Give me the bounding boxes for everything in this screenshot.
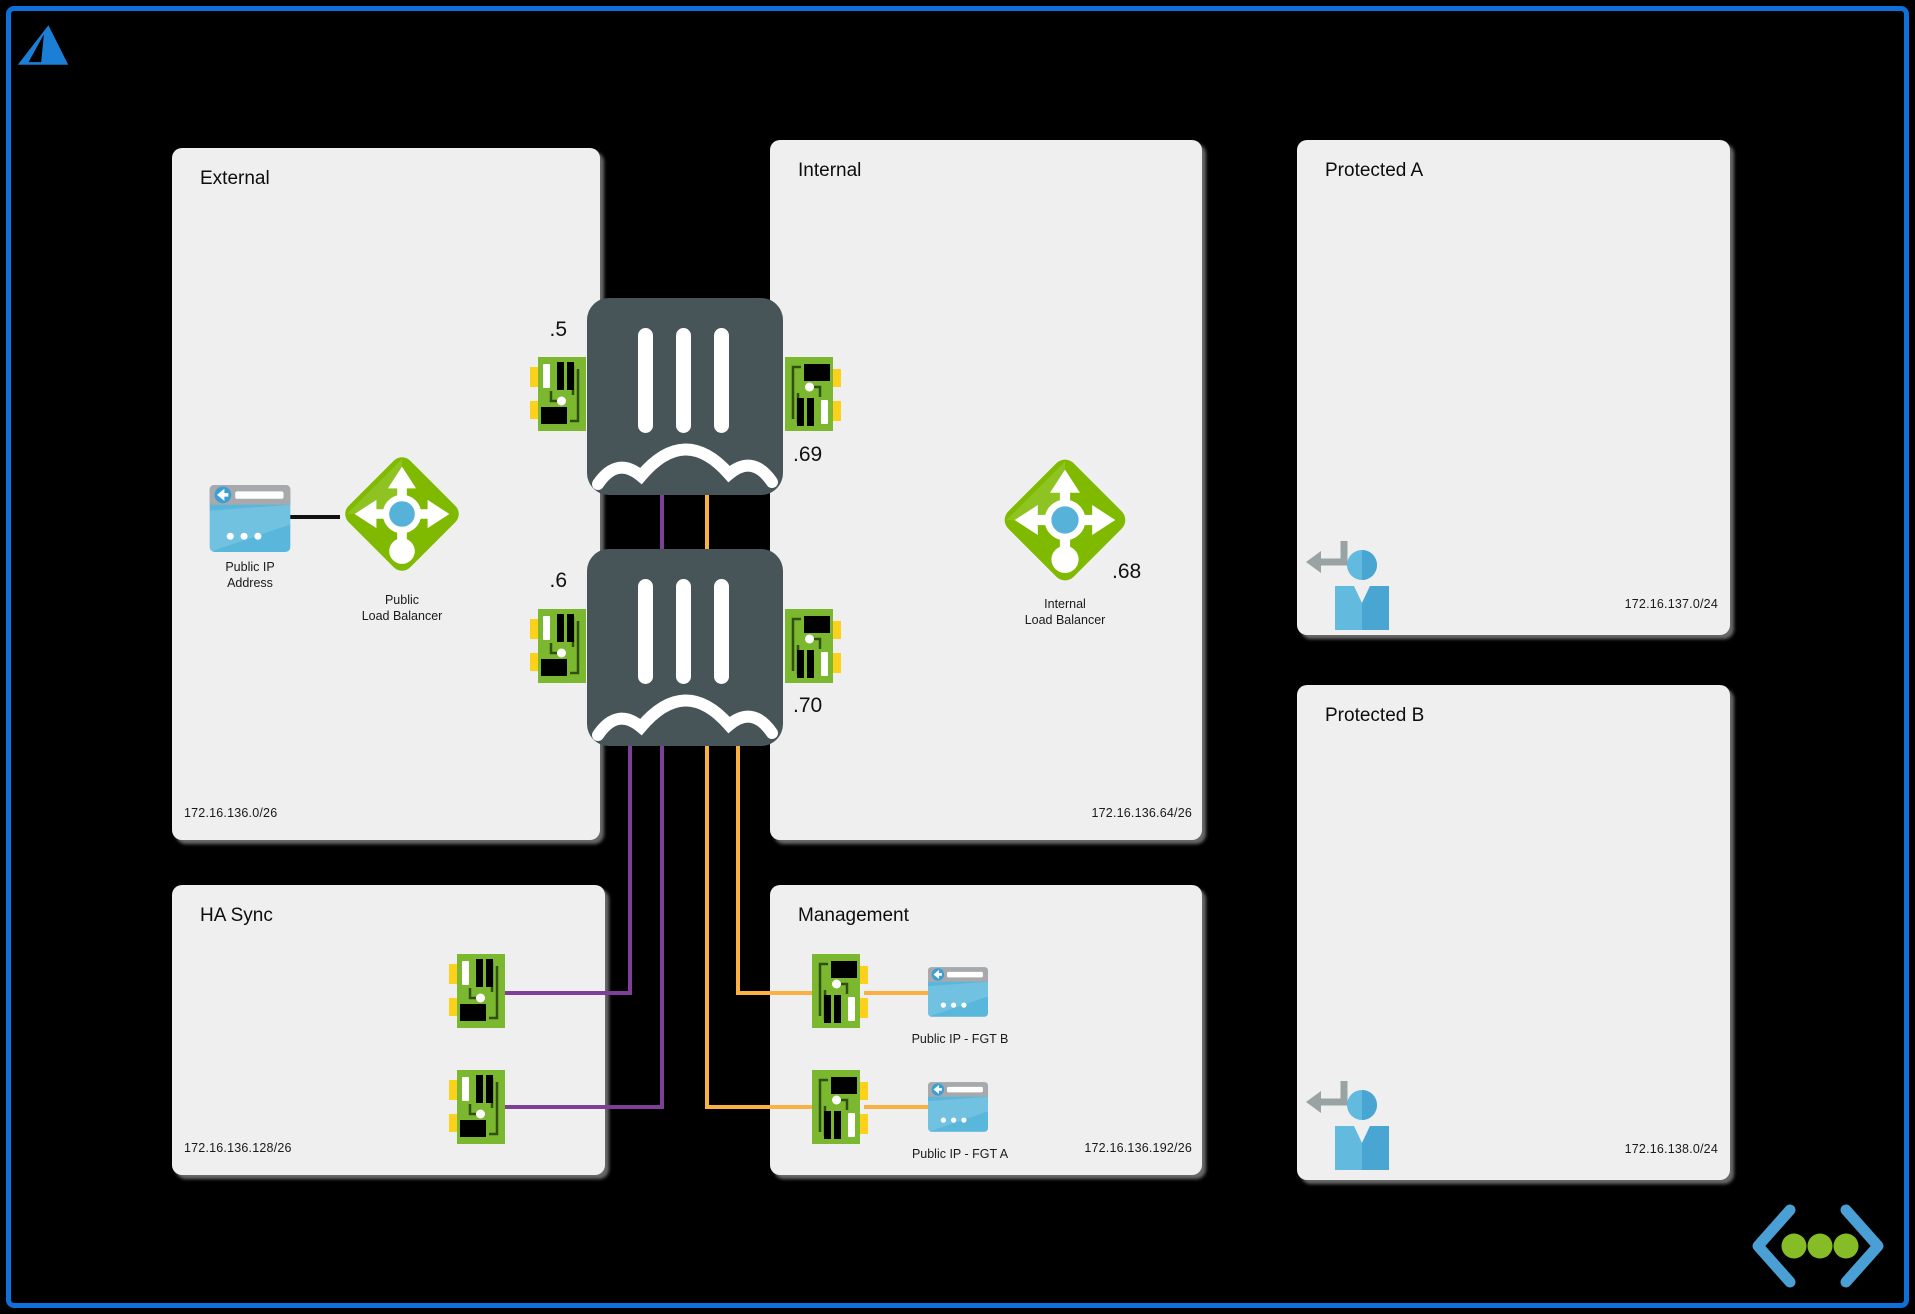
public-lb-caption-line2: Load Balancer bbox=[361, 609, 443, 624]
user-icon-protected-b bbox=[1305, 1078, 1395, 1170]
public-ip-fgt-a-caption: Public IP - FGT A bbox=[911, 1147, 1009, 1161]
public-ip-caption: Public IP Address bbox=[185, 559, 315, 592]
ha-sync-title: HA Sync bbox=[200, 905, 273, 926]
nic-icon-fgt-bottom-external bbox=[530, 609, 586, 683]
internal-lb-caption-line1: Internal bbox=[1044, 597, 1086, 611]
fortigate-firewall-bottom-icon bbox=[587, 549, 783, 746]
mgmt-nic-to-publicip-b bbox=[864, 991, 930, 995]
public-ip-fgt-a-icon bbox=[928, 1082, 988, 1132]
public-load-balancer-icon bbox=[338, 450, 466, 578]
subnet-box-ha-sync: HA Sync 172.16.136.128/26 bbox=[172, 885, 605, 1175]
internal-lb-caption: Internal Load Balancer bbox=[990, 596, 1140, 629]
protected-a-subnet-label: 172.16.137.0/24 bbox=[1624, 597, 1718, 611]
link-publicip-to-lb bbox=[288, 515, 340, 519]
mgmt-link-fgt-top-horizontal bbox=[705, 1105, 818, 1109]
internal-lb-caption-line2: Load Balancer bbox=[1024, 613, 1106, 628]
external-subnet-label: 172.16.136.0/26 bbox=[184, 806, 278, 820]
fortigate-firewall-top-icon bbox=[587, 298, 783, 495]
protected-b-title: Protected B bbox=[1325, 705, 1425, 726]
ha-link-fgt-top-horizontal bbox=[501, 1105, 664, 1109]
management-subnet-label: 172.16.136.192/26 bbox=[1084, 1141, 1192, 1155]
user-icon-protected-a bbox=[1305, 538, 1395, 630]
public-ip-address-icon bbox=[209, 485, 291, 552]
external-title: External bbox=[200, 168, 270, 189]
nic-icon-ha-sync-top bbox=[449, 954, 505, 1028]
nic-icon-mgmt-bottom bbox=[812, 1070, 868, 1144]
mgmt-link-fgt-bottom-vertical bbox=[736, 728, 740, 995]
public-ip-caption-line2: Address bbox=[227, 576, 273, 591]
nic-icon-fgt-top-internal bbox=[785, 357, 841, 431]
fgt-bottom-external-ip-label: .6 bbox=[549, 569, 567, 592]
ha-sync-subnet-label: 172.16.136.128/26 bbox=[184, 1141, 292, 1155]
code-brackets-logo-icon bbox=[1752, 1204, 1884, 1288]
fgt-top-internal-ip-label: .69 bbox=[793, 443, 823, 466]
nic-icon-fgt-top-external bbox=[530, 357, 586, 431]
public-ip-caption-line1: Public IP bbox=[225, 560, 275, 574]
mgmt-nic-to-publicip-a bbox=[864, 1105, 930, 1109]
subnet-box-internal: Internal 172.16.136.64/26 bbox=[770, 140, 1202, 840]
nic-icon-ha-sync-bottom bbox=[449, 1070, 505, 1144]
azure-logo-icon bbox=[17, 25, 69, 65]
public-ip-fgt-b-icon bbox=[928, 967, 988, 1017]
public-lb-caption-line1: Public bbox=[384, 593, 420, 607]
internal-lb-ip-label: .68 bbox=[1112, 560, 1142, 583]
internal-subnet-label: 172.16.136.64/26 bbox=[1091, 806, 1192, 820]
public-lb-caption: Public Load Balancer bbox=[327, 592, 477, 625]
protected-b-subnet-label: 172.16.138.0/24 bbox=[1624, 1142, 1718, 1156]
fgt-top-external-ip-label: .5 bbox=[549, 318, 567, 341]
ha-link-fgt-top-vertical bbox=[660, 488, 664, 1109]
protected-a-title: Protected A bbox=[1325, 160, 1424, 181]
internal-title: Internal bbox=[798, 160, 862, 181]
ha-link-fgt-bottom-horizontal bbox=[501, 991, 632, 995]
public-ip-fgt-b-caption: Public IP - FGT B bbox=[911, 1032, 1009, 1046]
mgmt-link-fgt-bottom-horizontal bbox=[736, 991, 818, 995]
nic-icon-fgt-bottom-internal bbox=[785, 609, 841, 683]
ha-link-fgt-bottom-vertical bbox=[628, 728, 632, 995]
management-title: Management bbox=[798, 905, 909, 926]
mgmt-link-fgt-top-vertical bbox=[705, 488, 709, 1109]
nic-icon-mgmt-top bbox=[812, 954, 868, 1028]
fgt-bottom-internal-ip-label: .70 bbox=[793, 694, 823, 717]
